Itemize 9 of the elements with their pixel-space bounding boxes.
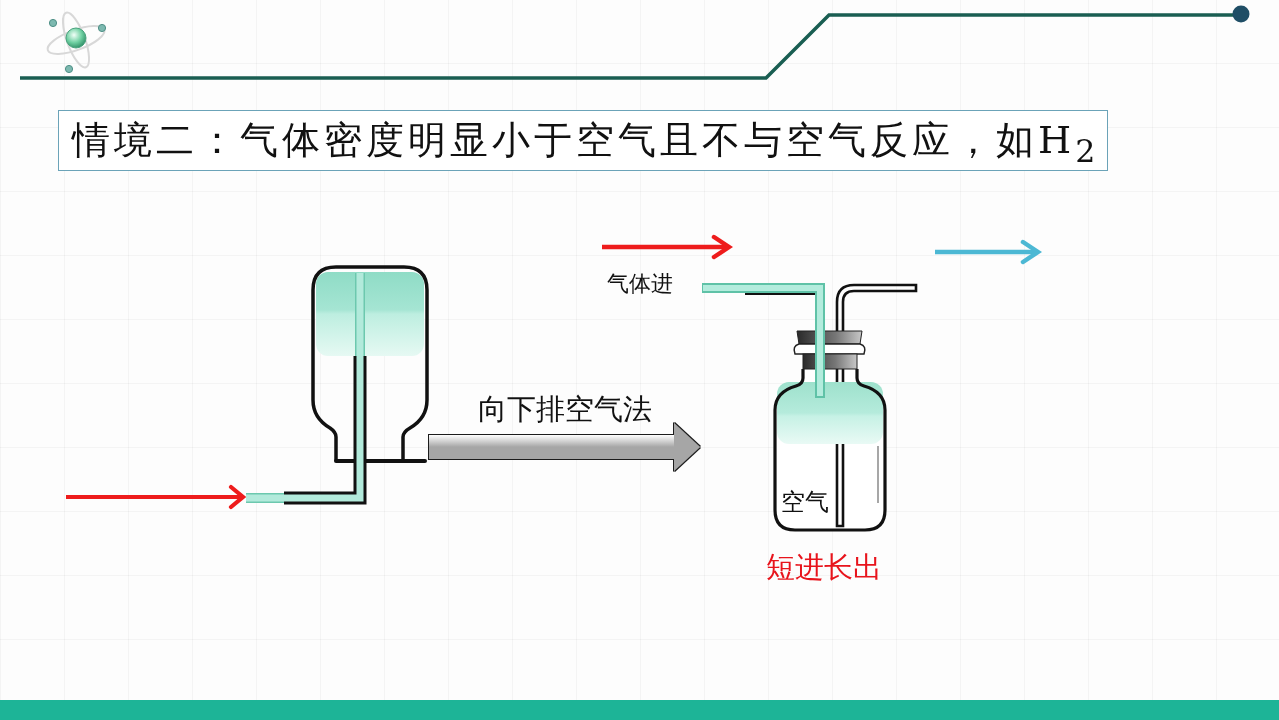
arrow [66, 484, 246, 510]
block-arrow [429, 423, 700, 471]
inverted-bottle-drawing [243, 266, 429, 507]
inlet-label: 气体进 [607, 272, 673, 297]
title-banner: 情境二：气体密度明显小于空气且不与空气反应，如H$_{2}$ [58, 110, 1108, 171]
caption-text: 短进长出 [766, 552, 882, 584]
gas-bottle [700, 282, 918, 532]
edge-label: 向下排空气法 [477, 394, 652, 426]
content-label: 空气 [781, 489, 829, 516]
